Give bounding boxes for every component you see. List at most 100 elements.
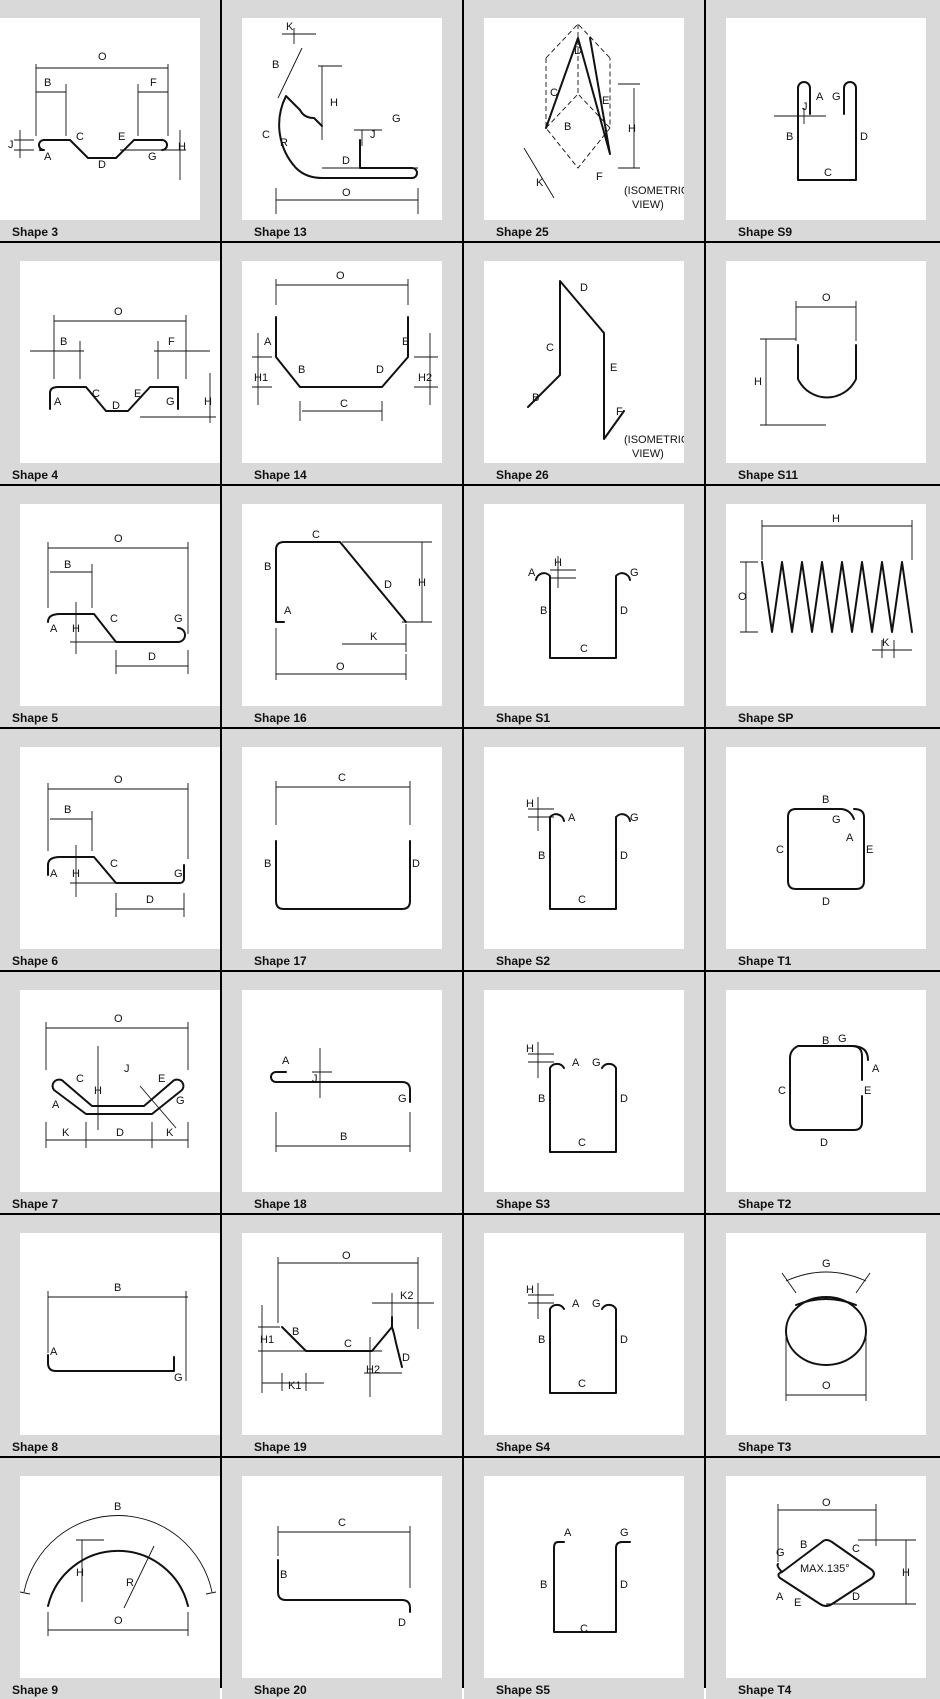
diagram-shape-8: B A G: [20, 1233, 220, 1435]
shape-caption: Shape 4: [12, 468, 59, 482]
svg-text:H: H: [418, 577, 426, 589]
svg-text:F: F: [150, 77, 157, 89]
svg-text:J: J: [8, 139, 14, 151]
svg-text:O: O: [738, 591, 747, 603]
diagram-shape-7: O A C H J E G K D K: [20, 990, 220, 1192]
svg-text:G: G: [592, 1298, 601, 1310]
shape-caption: Shape 13: [254, 225, 307, 239]
svg-text:B: B: [264, 858, 271, 870]
svg-text:G: G: [148, 151, 157, 163]
svg-text:D: D: [580, 282, 588, 294]
svg-text:O: O: [114, 774, 123, 786]
svg-text:J: J: [312, 1073, 318, 1085]
svg-text:K: K: [370, 631, 378, 643]
svg-text:B: B: [64, 559, 71, 571]
svg-text:E: E: [794, 1597, 801, 1609]
cell-shape-t4: O G B C MAX.135° H A E D Shape T4: [706, 1458, 940, 1699]
svg-text:D: D: [98, 159, 106, 171]
svg-text:B: B: [272, 59, 279, 71]
svg-text:D: D: [412, 858, 420, 870]
svg-text:K: K: [882, 637, 890, 649]
svg-text:G: G: [592, 1057, 601, 1069]
svg-text:C: C: [580, 643, 588, 655]
svg-text:G: G: [630, 567, 639, 579]
svg-text:E: E: [118, 131, 125, 143]
svg-text:G: G: [392, 113, 401, 125]
cell-shape-t1: B G A C E D Shape T1: [706, 729, 940, 970]
svg-text:G: G: [838, 1033, 847, 1045]
diagram-shape-3: O B F C D E A G J H: [0, 18, 200, 220]
diagram-shape-18: A J G B: [242, 990, 442, 1192]
svg-text:C: C: [344, 1338, 352, 1350]
svg-text:D: D: [574, 45, 582, 57]
diagram-shape-5: O B A H C G D: [20, 504, 220, 706]
svg-text:D: D: [820, 1137, 828, 1149]
svg-text:C: C: [578, 894, 586, 906]
svg-text:A: A: [564, 1527, 572, 1539]
diagram-shape-s1: A G H B D C: [484, 504, 684, 706]
svg-text:D: D: [148, 651, 156, 663]
svg-text:K: K: [536, 177, 544, 189]
svg-text:C: C: [578, 1378, 586, 1390]
svg-text:B: B: [114, 1501, 121, 1513]
svg-text:C: C: [852, 1543, 860, 1555]
cell-shape-8: B A G Shape 8: [0, 1215, 220, 1456]
svg-text:K: K: [166, 1127, 174, 1139]
svg-text:C: C: [110, 613, 118, 625]
svg-text:G: G: [832, 814, 841, 826]
svg-text:C: C: [550, 87, 558, 99]
svg-text:B: B: [538, 850, 545, 862]
svg-text:H: H: [526, 798, 534, 810]
svg-text:H: H: [330, 97, 338, 109]
svg-text:C: C: [338, 1517, 346, 1529]
shape-caption: Shape S1: [496, 711, 551, 725]
svg-text:E: E: [866, 844, 873, 856]
svg-text:C: C: [92, 388, 100, 400]
svg-text:H2: H2: [418, 372, 432, 384]
shape-caption: Shape T3: [738, 1440, 792, 1454]
svg-text:J: J: [802, 101, 808, 113]
svg-text:A: A: [846, 832, 854, 844]
diagram-shape-20: C B D: [242, 1476, 442, 1678]
diagram-shape-6: O B A H C G D: [20, 747, 220, 949]
svg-text:F: F: [616, 406, 623, 418]
svg-text:A: A: [50, 623, 58, 635]
svg-text:D: D: [620, 850, 628, 862]
svg-text:E: E: [602, 95, 609, 107]
diagram-shape-17: C B D: [242, 747, 442, 949]
svg-text:C: C: [546, 342, 554, 354]
svg-text:MAX.135°: MAX.135°: [800, 1563, 850, 1575]
shape-caption: Shape 6: [12, 954, 59, 968]
svg-text:E: E: [864, 1085, 871, 1097]
svg-text:B: B: [822, 794, 829, 806]
svg-text:H: H: [754, 376, 762, 388]
svg-text:C: C: [776, 844, 784, 856]
svg-text:A: A: [568, 812, 576, 824]
svg-text:O: O: [342, 187, 351, 199]
svg-text:K1: K1: [288, 1380, 301, 1392]
svg-text:B: B: [114, 1282, 121, 1294]
svg-text:C: C: [262, 129, 270, 141]
svg-text:K: K: [62, 1127, 70, 1139]
shape-caption: Shape S11: [738, 468, 799, 482]
cell-shape-25: D C B E F H K (ISOMETRIC VIEW) Shape 25: [464, 0, 704, 241]
svg-text:G: G: [822, 1258, 831, 1270]
svg-text:C: C: [580, 1623, 588, 1635]
svg-text:E: E: [610, 362, 617, 374]
diagram-shape-25: D C B E F H K (ISOMETRIC VIEW): [484, 18, 684, 220]
svg-text:H: H: [72, 623, 80, 635]
svg-text:O: O: [336, 270, 345, 282]
shape-caption: Shape 5: [12, 711, 59, 725]
diagram-shape-sp: H O K: [726, 504, 926, 706]
svg-text:D: D: [112, 400, 120, 412]
diagram-shape-13: K B R C H J G D O: [242, 18, 442, 220]
cell-shape-6: O B A H C G D Shape 6: [0, 729, 220, 970]
cell-shape-s2: A G H B D C Shape S2: [464, 729, 704, 970]
svg-text:B: B: [540, 1579, 547, 1591]
cell-shape-16: B C A D H K O Shape 16: [222, 486, 462, 727]
shape-caption: Shape S2: [496, 954, 551, 968]
svg-text:D: D: [822, 896, 830, 908]
svg-text:C: C: [76, 1073, 84, 1085]
svg-text:(ISOMETRIC: (ISOMETRIC: [624, 185, 684, 197]
shape-caption: Shape S5: [496, 1683, 551, 1697]
